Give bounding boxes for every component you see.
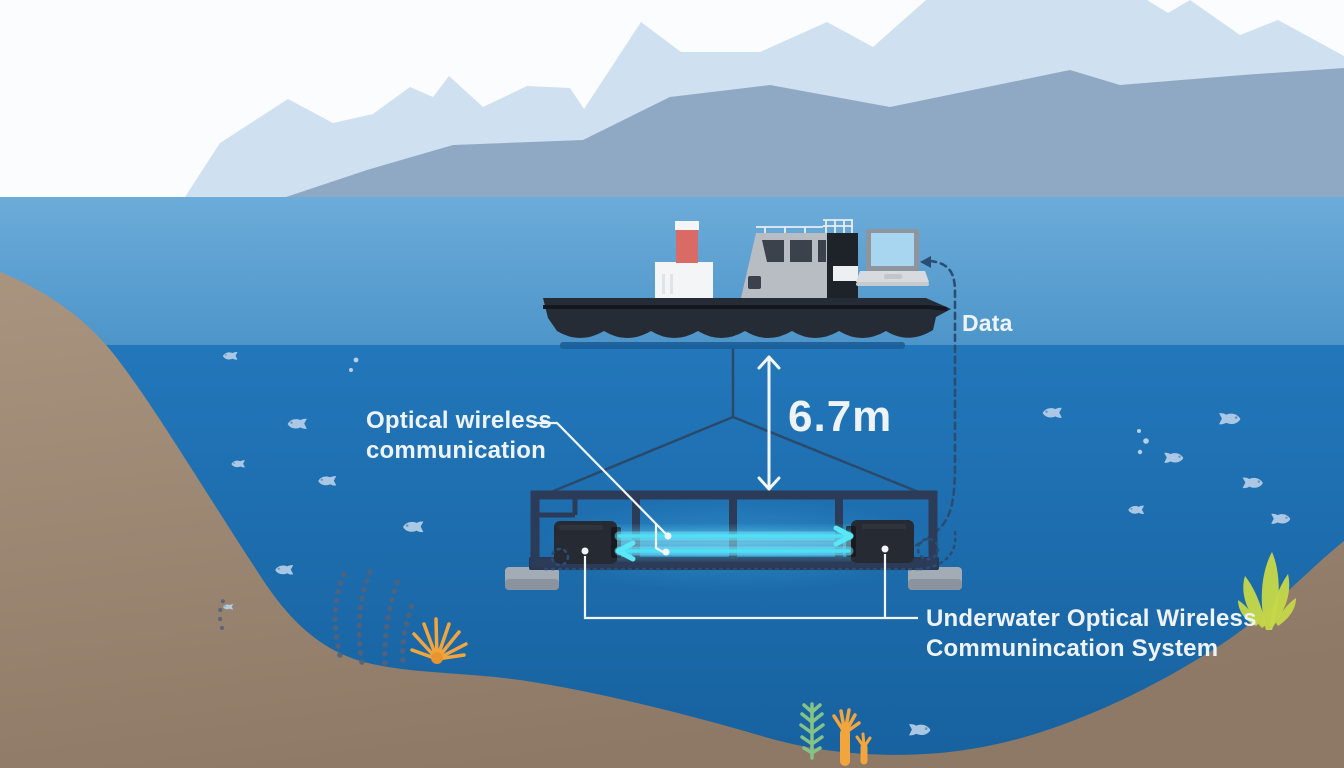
laptop xyxy=(856,229,929,286)
coral-left xyxy=(410,617,468,664)
laptop-screen xyxy=(871,233,914,266)
frame-cable-dotted xyxy=(543,530,957,571)
transceiver-right xyxy=(846,520,914,563)
leader-lines xyxy=(533,421,918,620)
beam-arrow-left xyxy=(615,540,636,562)
data-label: Data xyxy=(962,310,1013,336)
beam-arrow-right xyxy=(833,525,854,547)
seabed xyxy=(0,272,1344,768)
system-label: Underwater Optical Wireless Communincati… xyxy=(926,605,1257,662)
data-cable xyxy=(897,256,957,555)
seaweed-yellow xyxy=(1238,552,1296,630)
cable-arrowhead xyxy=(920,256,931,268)
optical-wireless-label: Optical wireless communication xyxy=(366,407,552,464)
optical-beam xyxy=(614,524,854,562)
mountains-near xyxy=(277,68,1344,202)
transceiver-left xyxy=(554,521,621,564)
stern-block xyxy=(827,233,858,298)
boat xyxy=(543,219,951,349)
seaweed-dark-cluster xyxy=(217,565,416,666)
green-plant xyxy=(799,702,825,760)
depth-arrow xyxy=(757,355,781,491)
waterline-shadow xyxy=(560,342,905,349)
railing xyxy=(756,219,853,233)
bubbles xyxy=(349,357,1149,455)
mooring-frame xyxy=(505,490,962,590)
funnel xyxy=(676,229,698,263)
depth-label: 6.7m xyxy=(788,392,893,441)
anemone-bottom xyxy=(832,708,872,766)
suspension-ropes xyxy=(538,348,932,499)
